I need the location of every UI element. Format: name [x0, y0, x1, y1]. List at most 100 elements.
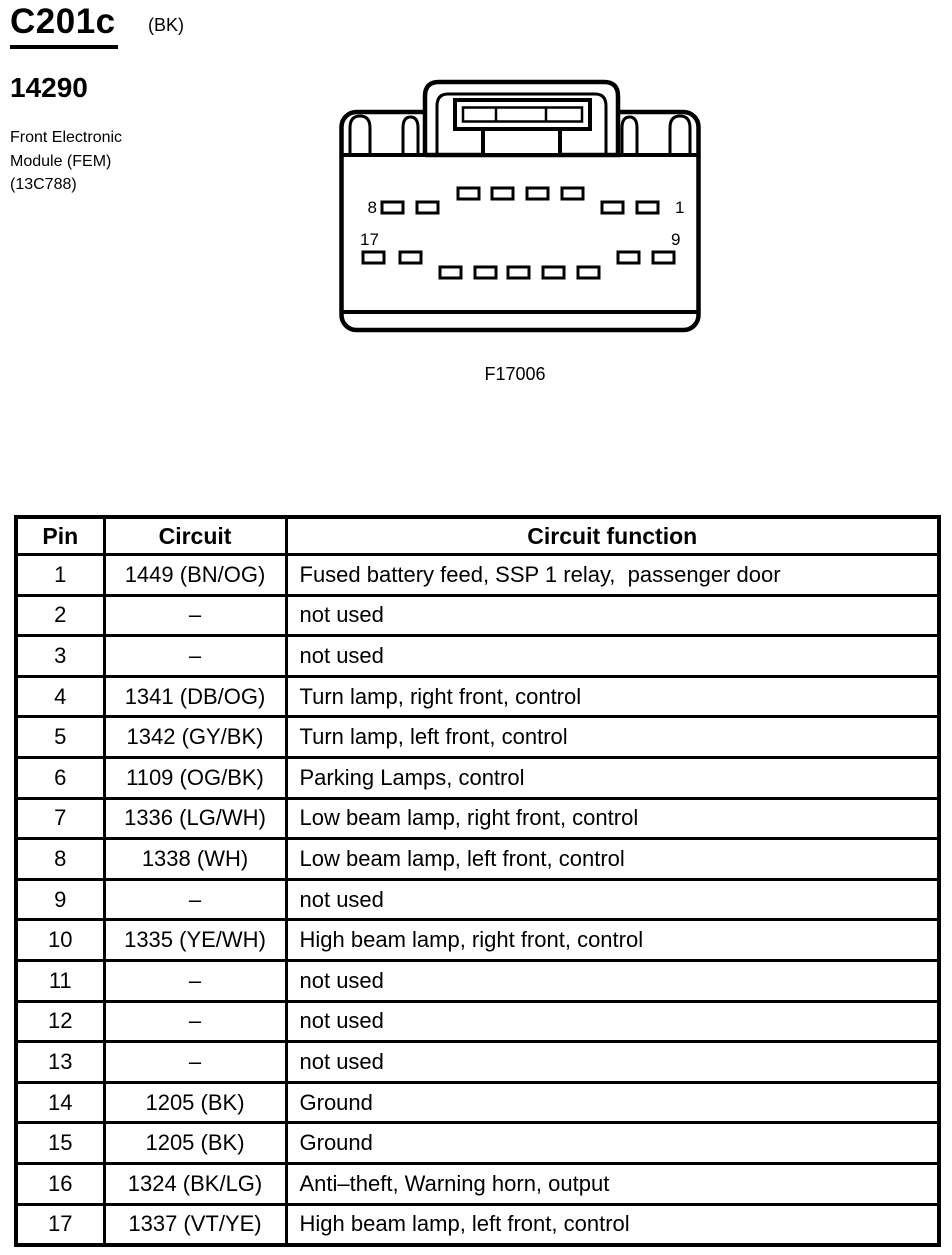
pin-slot [651, 250, 676, 265]
pin-number-label: 17 [360, 230, 379, 249]
circuit-cell: 1336 (LG/WH) [102, 796, 288, 841]
pin-slot [398, 250, 423, 265]
circuit-cell: – [102, 958, 288, 1003]
function-cell: High beam lamp, right front, control [284, 918, 941, 962]
pin-cell: 7 [14, 796, 106, 841]
table-row: 14 1205 (BK) Ground [14, 1080, 941, 1125]
circuit-cell: – [102, 1040, 288, 1084]
function-cell: not used [284, 877, 941, 922]
circuit-cell: 1324 (BK/LG) [102, 1161, 288, 1206]
pin-column-header: Pin [14, 515, 106, 556]
latch-tab [481, 127, 562, 157]
function-cell: Anti–theft, Warning horn, output [284, 1161, 941, 1206]
pin-cell: 5 [14, 715, 106, 759]
pin-slot [616, 250, 641, 265]
figure-caption: F17006 [484, 364, 546, 384]
pin-cell: 2 [14, 593, 106, 638]
table-row: 10 1335 (YE/WH) High beam lamp, right fr… [14, 918, 941, 962]
pin-slot [541, 265, 566, 280]
function-cell: not used [284, 593, 941, 638]
table-row: 12 – not used [14, 999, 941, 1044]
circuit-cell: 1337 (VT/YE) [102, 1202, 288, 1247]
circuit-cell: – [102, 593, 288, 638]
latch-slot-frame [453, 98, 592, 131]
pin-cell: 6 [14, 755, 106, 800]
table-row: 17 1337 (VT/YE) High beam lamp, left fro… [14, 1202, 941, 1247]
part-number: 14290 [10, 72, 88, 103]
pin-cell: 11 [14, 958, 106, 1003]
pin-cell: 14 [14, 1080, 106, 1125]
connector-latch-inner [435, 92, 608, 155]
pin-cell: 8 [14, 837, 106, 881]
table-header-row: Pin Circuit Circuit function [14, 515, 941, 556]
table-row: 2 – not used [14, 593, 941, 638]
pin-slot [456, 186, 481, 201]
pin-cell: 3 [14, 634, 106, 678]
pin-cell: 16 [14, 1161, 106, 1206]
circuit-cell: 1109 (OG/BK) [102, 755, 288, 800]
component-description-line: (13C788) [10, 176, 77, 193]
pin-slot [490, 186, 515, 201]
table-row: 1 1449 (BN/OG) Fused battery feed, SSP 1… [14, 553, 941, 597]
function-cell: Low beam lamp, left front, control [284, 837, 941, 881]
pin-cell: 10 [14, 918, 106, 962]
circuit-cell: 1335 (YE/WH) [102, 918, 288, 962]
connector-color-code: (BK) [148, 15, 184, 35]
function-cell: High beam lamp, left front, control [284, 1202, 941, 1247]
pin-slot [473, 265, 498, 280]
connector-face-drawing: 8 1 17 9 [339, 79, 701, 333]
circuit-cell: – [102, 634, 288, 678]
function-cell: not used [284, 634, 941, 678]
pin-number-label: 8 [368, 198, 377, 217]
pin-cell: 15 [14, 1121, 106, 1165]
pin-slot [560, 186, 585, 201]
circuit-function-column-header: Circuit function [284, 515, 941, 556]
pin-slot [438, 265, 463, 280]
table-row: 8 1338 (WH) Low beam lamp, left front, c… [14, 837, 941, 881]
circuit-cell: – [102, 877, 288, 922]
top-rib [620, 115, 639, 155]
function-cell: Turn lamp, right front, control [284, 674, 941, 719]
pin-slot [600, 200, 625, 215]
function-cell: not used [284, 999, 941, 1044]
pin-number-label: 1 [675, 198, 684, 217]
pinout-table-body: 1 1449 (BN/OG) Fused battery feed, SSP 1… [14, 553, 941, 1247]
table-row: 7 1336 (LG/WH) Low beam lamp, right fron… [14, 796, 941, 841]
table-row: 9 – not used [14, 877, 941, 922]
circuit-cell: 1449 (BN/OG) [102, 553, 288, 597]
table-row: 16 1324 (BK/LG) Anti–theft, Warning horn… [14, 1161, 941, 1206]
function-cell: not used [284, 1040, 941, 1084]
pin-slot [361, 250, 386, 265]
top-rib [668, 114, 692, 155]
pin-slot [415, 200, 440, 215]
pin-slot [576, 265, 601, 280]
function-cell: not used [284, 958, 941, 1003]
table-row: 4 1341 (DB/OG) Turn lamp, right front, c… [14, 674, 941, 719]
pinout-table: Pin Circuit Circuit function 1 1449 (BN/… [14, 515, 941, 1248]
pin-cell: 12 [14, 999, 106, 1044]
top-rib [348, 114, 372, 155]
pin-slot [635, 200, 660, 215]
pin-cell: 9 [14, 877, 106, 922]
connector-id-title: C201c [10, 2, 118, 49]
connector-diagram: 8 1 17 9 [325, 75, 705, 345]
function-cell: Fused battery feed, SSP 1 relay, passeng… [284, 553, 941, 597]
function-cell: Low beam lamp, right front, control [284, 796, 941, 841]
pin-cell: 1 [14, 553, 106, 597]
component-description-line: Front Electronic [10, 129, 123, 146]
pin-slot [506, 265, 531, 280]
circuit-cell: – [102, 999, 288, 1044]
pin-cell: 4 [14, 674, 106, 719]
function-cell: Ground [284, 1121, 941, 1165]
table-row: 3 – not used [14, 634, 941, 678]
pin-cell: 13 [14, 1040, 106, 1084]
circuit-cell: 1342 (GY/BK) [102, 715, 288, 759]
function-cell: Parking Lamps, control [284, 755, 941, 800]
pin-slot [380, 200, 405, 215]
table-row: 6 1109 (OG/BK) Parking Lamps, control [14, 755, 941, 800]
function-cell: Ground [284, 1080, 941, 1125]
circuit-cell: 1205 (BK) [102, 1080, 288, 1125]
pin-number-label: 9 [671, 230, 680, 249]
table-row: 5 1342 (GY/BK) Turn lamp, left front, co… [14, 715, 941, 759]
